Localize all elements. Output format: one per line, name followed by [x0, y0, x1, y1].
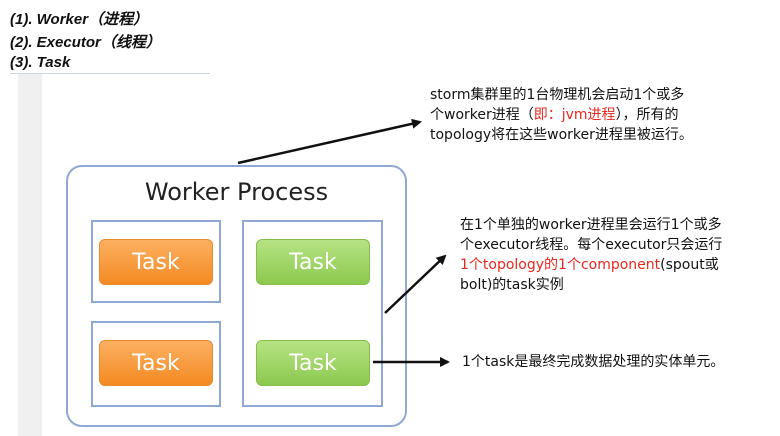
task-green-bottom: Task — [256, 340, 370, 386]
task-orange-bottom: Task — [99, 340, 213, 386]
note-executor: 在1个单独的worker进程里会运行1个或多 个executor线程。每个exe… — [460, 215, 775, 295]
note-worker-line2-pre: 个worker进程（ — [430, 107, 534, 123]
note-executor-line3: 1个topology的1个component(spout或 — [460, 255, 775, 275]
note-worker: storm集群里的1台物理机会启动1个或多 个worker进程（即：jvm进程）… — [430, 85, 775, 145]
note-worker-line2: 个worker进程（即：jvm进程），所有的 — [430, 105, 775, 125]
note-worker-line3: topology将在这些worker进程里被运行。 — [430, 127, 693, 143]
heading-task: (3). Task — [10, 54, 71, 71]
arrow-to-worker-note — [237, 118, 422, 165]
note-worker-line1: storm集群里的1台物理机会启动1个或多 — [430, 87, 685, 103]
note-executor-line1: 在1个单独的worker进程里会运行1个或多 — [460, 217, 722, 233]
worker-process-title: Worker Process — [144, 178, 329, 206]
note-executor-highlight: 1个topology的1个component — [460, 257, 661, 273]
heading-worker: (1). Worker（进程） — [10, 11, 149, 28]
heading-underline — [10, 73, 210, 74]
heading-executor: (2). Executor（线程） — [10, 34, 161, 51]
note-executor-line4: bolt)的task实例 — [460, 277, 564, 293]
task-green-top: Task — [256, 239, 370, 285]
note-executor-line3-post: (spout或 — [660, 257, 719, 273]
note-task: 1个task是最终完成数据处理的实体单元。 — [462, 352, 777, 372]
arrow-to-executor-note — [384, 254, 447, 314]
note-worker-highlight: 即：jvm进程 — [533, 107, 616, 123]
note-worker-line2-post: ），所有的 — [615, 107, 679, 123]
note-task-line1: 1个task是最终完成数据处理的实体单元。 — [462, 354, 725, 370]
task-orange-top: Task — [99, 239, 213, 285]
note-executor-line2: 个executor线程。每个executor只会运行 — [460, 237, 723, 253]
